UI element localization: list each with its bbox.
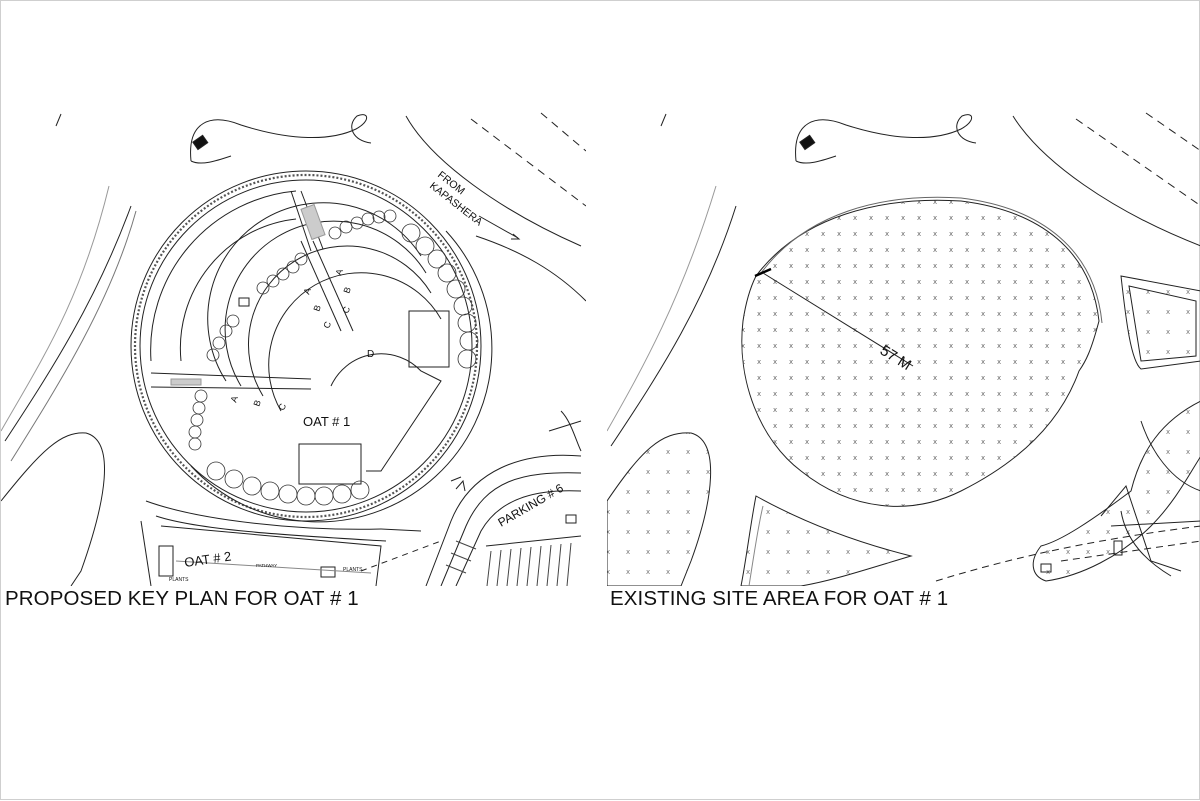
marker-block-right (799, 134, 816, 151)
row-label-lower-a: A (228, 395, 239, 404)
row-label-upper-b: B (311, 304, 322, 313)
dimension-line (762, 272, 914, 367)
plants-label-1: PLANTS (343, 567, 363, 573)
marker-block (192, 134, 209, 151)
row-label-right-c: C (340, 305, 352, 315)
row-label-right-b: B (341, 286, 352, 295)
row-label-lower-b: B (251, 399, 262, 408)
pathway-label: PATHWAY (256, 563, 277, 568)
oat2-label: OAT # 2 (183, 549, 232, 570)
right-panel-caption: EXISTING SITE AREA FOR OAT # 1 (610, 587, 949, 610)
stage-block-lower (298, 443, 362, 485)
arrow-from-kapashera (478, 215, 519, 239)
left-panel-caption: PROPOSED KEY PLAN FOR OAT # 1 (5, 587, 359, 610)
existing-site-boundary (741, 199, 1100, 507)
proposed-key-plan (1, 112, 586, 586)
row-label-right-a: A (333, 268, 344, 277)
existing-site-area (607, 112, 1200, 586)
stage-block-upper (408, 310, 450, 368)
zone-d-label: D (367, 349, 374, 360)
oat1-label: OAT # 1 (303, 414, 350, 429)
row-label-upper-a: A (301, 287, 312, 296)
plants-label-2: PLANTS (169, 577, 189, 583)
row-label-upper-c: C (321, 320, 333, 330)
row-label-lower-c: C (276, 402, 288, 412)
